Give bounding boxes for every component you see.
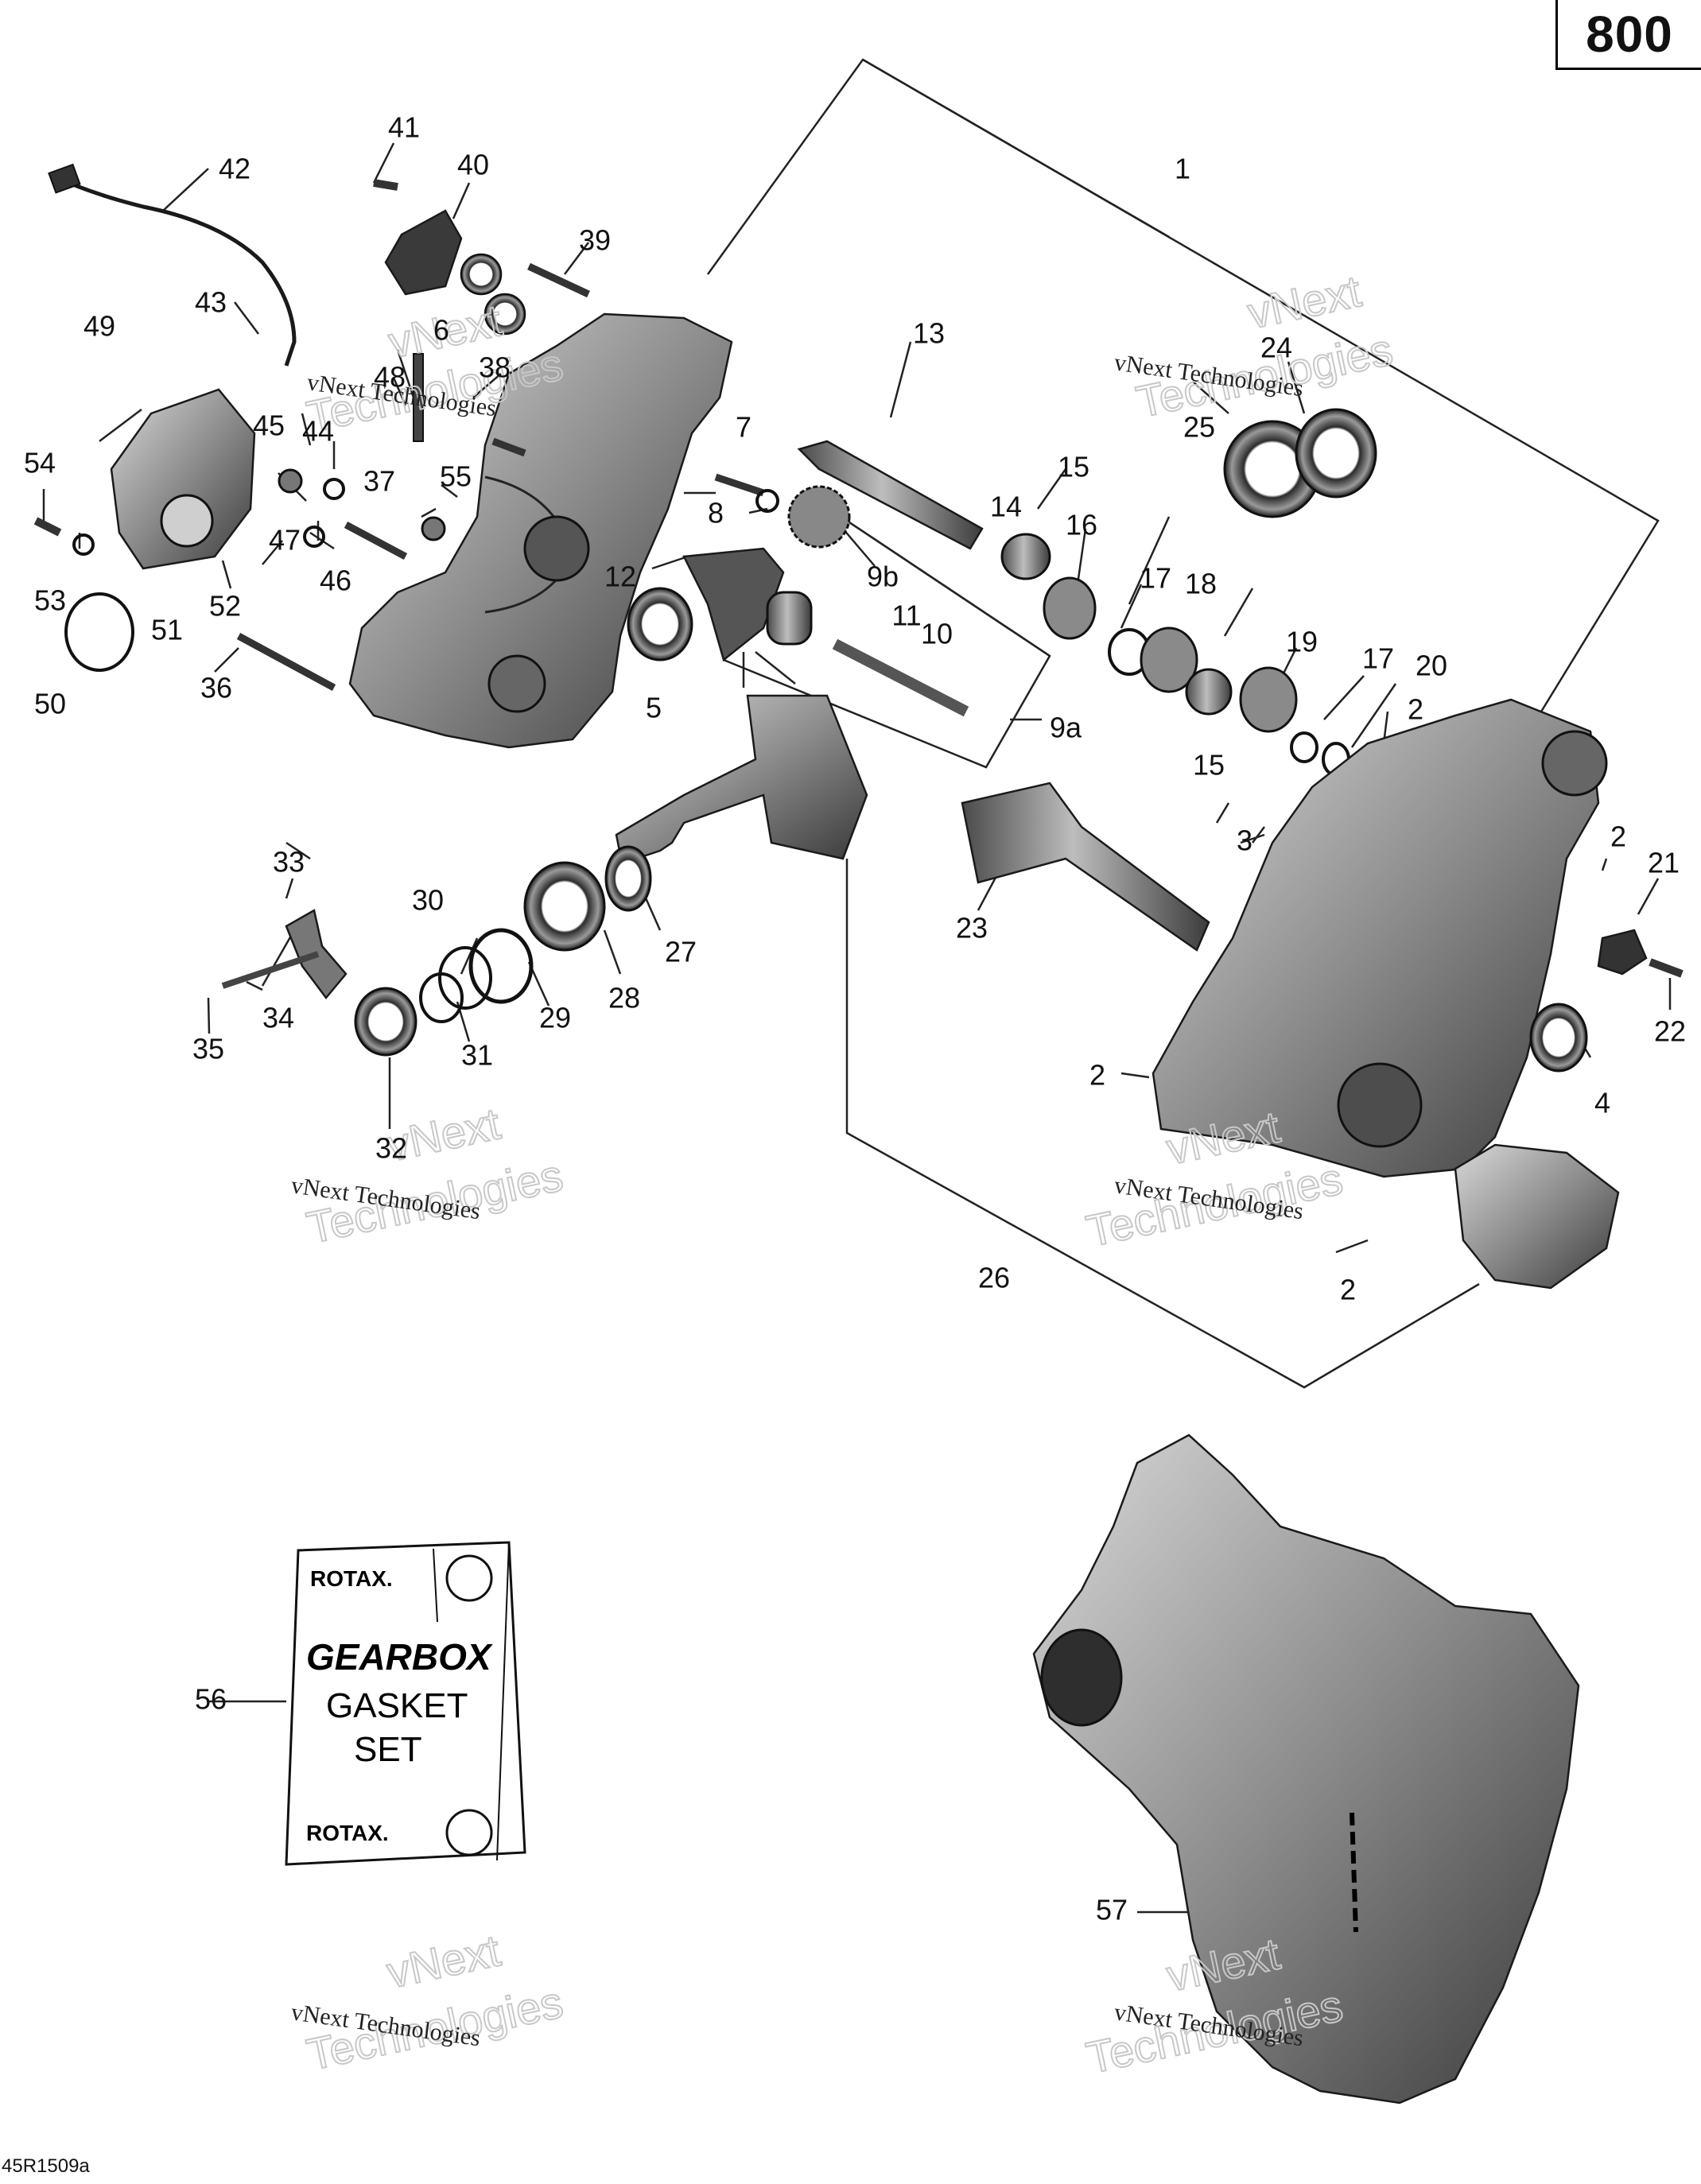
callout-48: 48 — [374, 361, 406, 394]
callout-15a: 15 — [1058, 451, 1089, 483]
gear-shaft-23 — [961, 782, 1210, 952]
sensor-40 — [384, 209, 463, 296]
kit-brand-bottom: ROTAX. — [306, 1821, 389, 1845]
callout-20: 20 — [1416, 650, 1447, 682]
callout-15b: 15 — [1193, 749, 1225, 782]
callout-14: 14 — [990, 491, 1022, 523]
callout-3: 3 — [1237, 824, 1252, 857]
callout-2a: 2 — [1408, 693, 1423, 726]
watermark-big-2a: vNext — [1243, 266, 1365, 338]
page-number-badge: 800 — [1555, 0, 1701, 70]
shift-lever — [682, 547, 785, 662]
callout-44: 44 — [302, 415, 334, 448]
callout-46: 46 — [320, 564, 351, 597]
page-number: 800 — [1586, 5, 1673, 63]
callout-13: 13 — [913, 317, 945, 350]
shift-actuator — [110, 388, 256, 570]
callout-1: 1 — [1175, 153, 1190, 185]
callout-23: 23 — [956, 912, 988, 945]
gear-pack — [1454, 1143, 1620, 1290]
callout-42: 42 — [219, 153, 250, 185]
callout-40: 40 — [457, 149, 489, 181]
assembled-gearbox — [1032, 1433, 1580, 2104]
kit-title: GEARBOX — [306, 1636, 493, 1678]
callout-11-visible: 11 — [891, 599, 921, 632]
kit-line-2: GASKET — [326, 1686, 468, 1725]
callout-10: 10 — [921, 618, 953, 650]
callout-43: 43 — [195, 286, 227, 319]
callout-17b: 17 — [1362, 642, 1394, 675]
callout-2c: 2 — [1089, 1059, 1105, 1092]
callout-29: 29 — [539, 1002, 571, 1034]
callout-4: 4 — [1594, 1087, 1610, 1119]
callout-27: 27 — [665, 936, 697, 968]
callout-17a: 17 — [1140, 562, 1171, 595]
callout-2b: 2 — [1610, 820, 1626, 853]
callout-26: 26 — [978, 1262, 1010, 1294]
callout-33: 33 — [273, 846, 305, 879]
callout-39: 39 — [579, 224, 611, 257]
callout-19: 19 — [1286, 626, 1318, 658]
callout-32: 32 — [375, 1132, 407, 1165]
callout-45: 45 — [253, 409, 285, 442]
kit-line-3: SET — [354, 1730, 422, 1769]
kit-brand-top: ROTAX. — [310, 1566, 393, 1591]
callout-57: 57 — [1096, 1894, 1128, 1926]
callout-36: 36 — [200, 672, 232, 704]
cover-21 — [1597, 929, 1648, 976]
callout-53: 53 — [34, 584, 66, 617]
drawing-code: 45R1509a — [2, 2155, 90, 2177]
callout-56: 56 — [195, 1683, 227, 1716]
callout-22: 22 — [1654, 1015, 1686, 1048]
callout-41: 41 — [388, 111, 420, 144]
callout-55: 55 — [440, 460, 472, 493]
callout-28: 28 — [608, 982, 640, 1014]
callout-18: 18 — [1185, 568, 1217, 600]
callout-7: 7 — [736, 411, 751, 444]
callout-5: 5 — [646, 692, 662, 724]
callout-34: 34 — [262, 1002, 294, 1034]
gasket-kit-card — [285, 1541, 526, 1866]
right-housing — [1151, 698, 1600, 1178]
callout-52: 52 — [209, 590, 241, 623]
callout-51: 51 — [151, 614, 183, 646]
callout-25: 25 — [1183, 411, 1215, 444]
callout-50: 50 — [34, 688, 66, 720]
callout-labels: 1 2 2 2 2 3 4 5 6 7 8 9a 9b 10 11 11 12 … — [24, 111, 1686, 1926]
callout-16: 16 — [1066, 509, 1097, 541]
bevel-gear-shaft — [615, 694, 868, 860]
callout-54: 54 — [24, 447, 56, 479]
callout-12: 12 — [604, 561, 636, 593]
callout-31: 31 — [461, 1039, 493, 1072]
watermark-big-5a: vNext — [383, 1925, 505, 1997]
callout-8: 8 — [708, 497, 724, 530]
callout-6: 6 — [433, 314, 449, 347]
callout-24: 24 — [1260, 332, 1292, 364]
callout-49: 49 — [83, 310, 115, 343]
callout-9a: 9a — [1050, 712, 1082, 744]
parts-artwork — [33, 163, 1684, 2104]
callout-21: 21 — [1648, 847, 1680, 879]
callout-2d: 2 — [1340, 1274, 1356, 1306]
callout-37: 37 — [363, 465, 395, 498]
callout-9b: 9b — [867, 561, 899, 593]
callout-38: 38 — [479, 351, 511, 384]
shaft-13 — [797, 440, 984, 550]
callout-35: 35 — [192, 1033, 224, 1065]
callout-47: 47 — [269, 524, 301, 557]
callout-30: 30 — [412, 884, 444, 917]
